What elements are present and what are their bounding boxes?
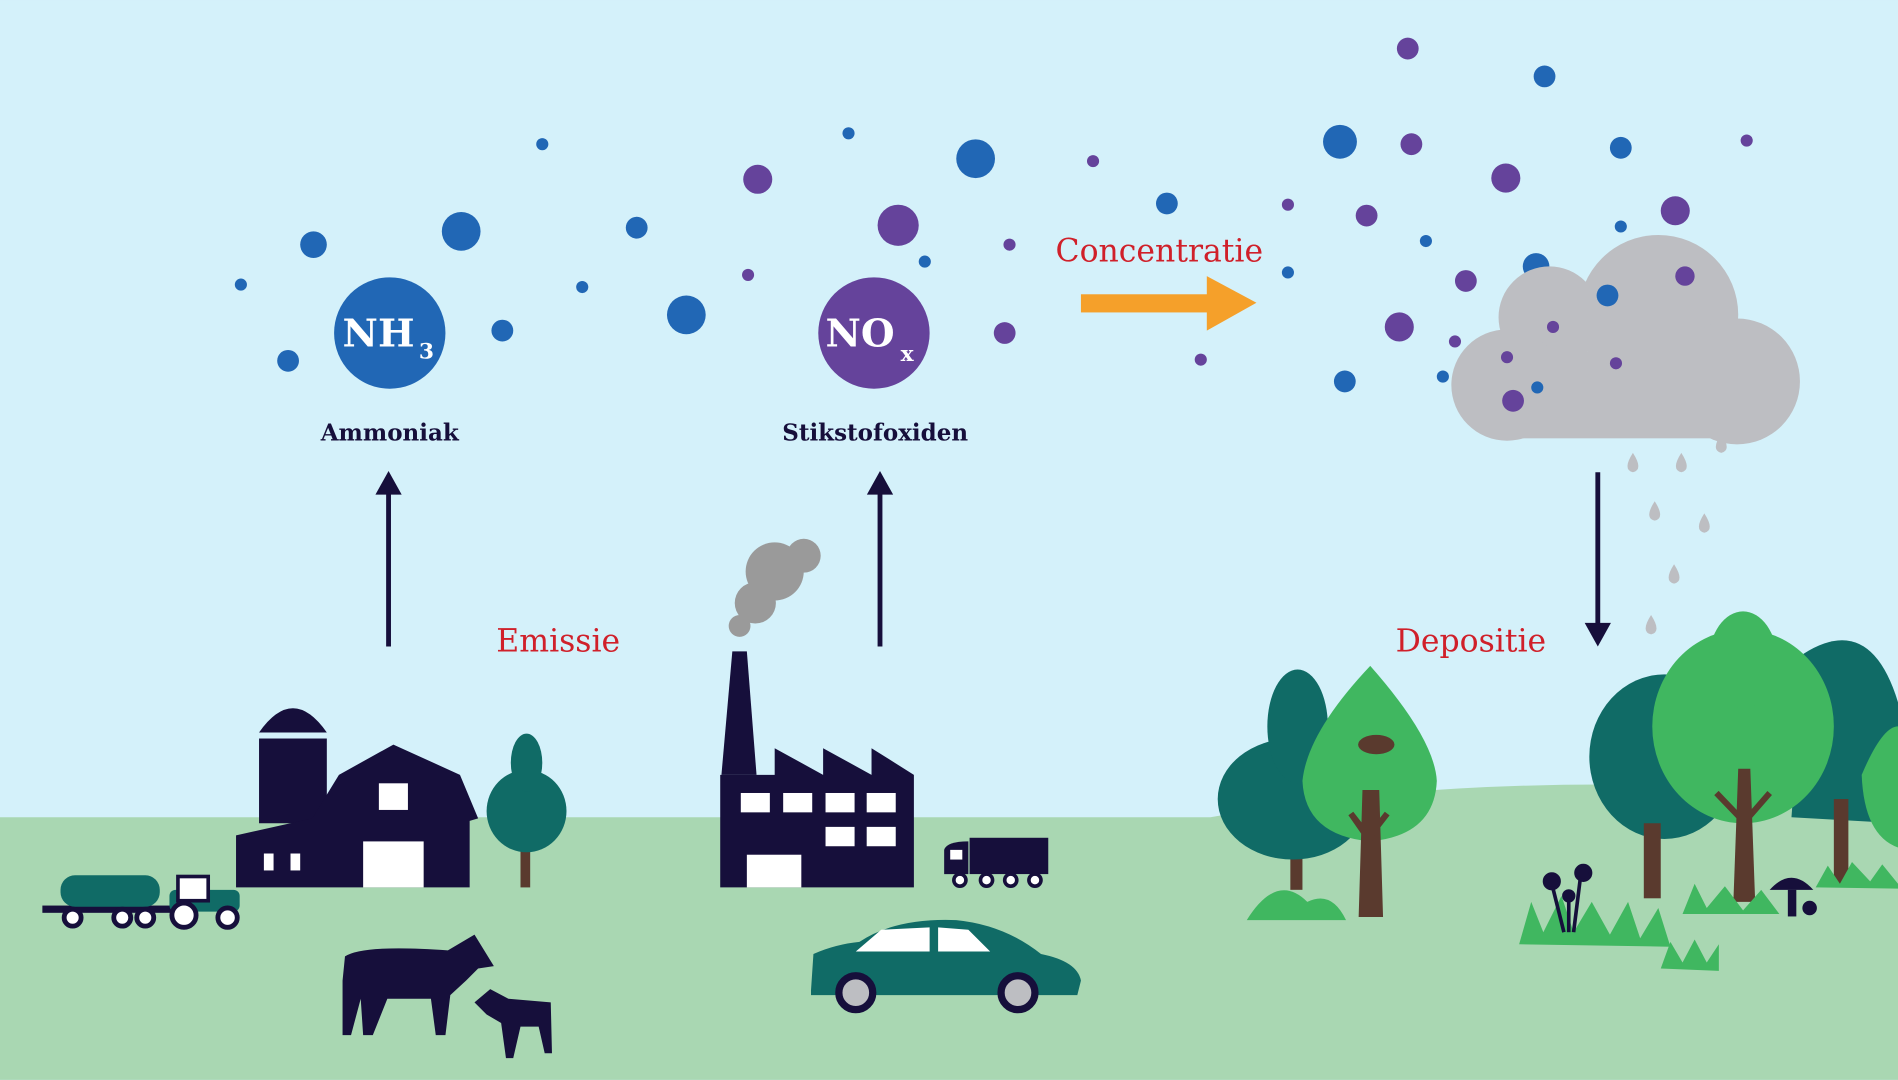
nh3-particle [1323,124,1357,159]
nh3-particle [666,295,706,335]
rain-drop-icon [1668,564,1680,584]
nh3-molecule: NH 3 [334,277,446,389]
cloud-icon [1451,234,1800,445]
nox-particle [1400,133,1423,156]
nh3-particle [1333,370,1356,393]
emission-arrows [375,470,1611,647]
deposition-label: Depositie [1396,623,1547,659]
nox-particle [1355,204,1378,227]
car-icon [811,919,1081,1014]
nh3-circle [334,277,446,389]
arrow-head-icon [375,470,402,495]
rain-drop-icon [1645,615,1657,635]
nh3-particle [576,280,589,294]
nox-particle [1384,312,1414,342]
nox-subscript: x [901,342,915,367]
nh3-particle [1596,284,1619,307]
nox-particle [1502,389,1524,412]
nox-particle [1740,134,1753,147]
concentration-label: Concentratie [1056,234,1264,270]
nox-particle [1396,37,1419,60]
nh3-particle [536,138,549,151]
nh3-particle [1419,234,1432,248]
nox-particle [1086,155,1100,168]
nox-particle [1448,335,1462,348]
nox-particle [742,268,755,281]
tree-icon [486,733,567,888]
truck-icon [944,837,1049,889]
nox-circle [818,277,930,389]
nh3-particle [1614,220,1627,233]
rain-drop-icon [1627,452,1639,473]
farm-icon [236,708,479,888]
rain-drop-icon [1675,452,1687,473]
rain-drop-icon [1715,433,1727,453]
arrow-head-icon [866,470,894,495]
nh3-particle [441,211,481,251]
nox-particle [1609,357,1623,370]
nh3-particle [300,231,327,258]
nox-particle [1675,266,1695,286]
rain-drop-icon [1698,513,1710,533]
forest-icon [1217,611,1898,971]
nh3-particle [842,127,855,140]
nh3-particle [1155,192,1178,215]
nh3-formula: NH [343,311,415,356]
nh3-particle [1436,370,1449,383]
nh3-particle [1531,381,1544,394]
factory-icon [720,651,914,888]
arrow-head-icon [1584,622,1611,647]
nh3-particle [1533,65,1556,88]
rain-drop-icon [1649,501,1661,521]
nox-particle [1194,353,1207,366]
nox-molecule: NO x [818,277,930,389]
nh3-label: Ammoniak [320,420,460,447]
emission-label: Emissie [496,623,620,659]
nh3-particle [491,319,514,342]
nox-particle [1003,238,1016,251]
smoke-icon [728,538,821,637]
nh3-subscript: 3 [419,339,434,364]
rain-drops [1627,433,1727,635]
nox-label: Stikstofoxiden [782,420,968,447]
nh3-particle [277,349,299,372]
nh3-particle [918,255,931,268]
mushroom-icon [1769,877,1817,917]
nox-particle [1491,163,1521,193]
flowers-icon [1542,863,1593,933]
nh3-particle [956,139,995,179]
nox-particle [743,164,773,194]
cows-icon [342,934,552,1059]
nox-particle [1454,270,1477,292]
nh3-particle [234,278,247,291]
nh3-particle [1609,136,1632,159]
nox-formula: NO [826,311,895,356]
nh3-particle [625,216,648,239]
nox-particle [1546,320,1560,334]
tractor-icon [42,874,240,930]
particles [234,37,1753,393]
concentration-arrow [1080,276,1257,331]
nox-particle [1660,196,1690,226]
nox-particle [1500,351,1514,364]
nox-particle [993,322,1016,344]
nox-particle [877,204,919,246]
cloud-particles [1500,266,1695,412]
nh3-particle [1281,266,1294,279]
nox-particle [1281,198,1294,211]
